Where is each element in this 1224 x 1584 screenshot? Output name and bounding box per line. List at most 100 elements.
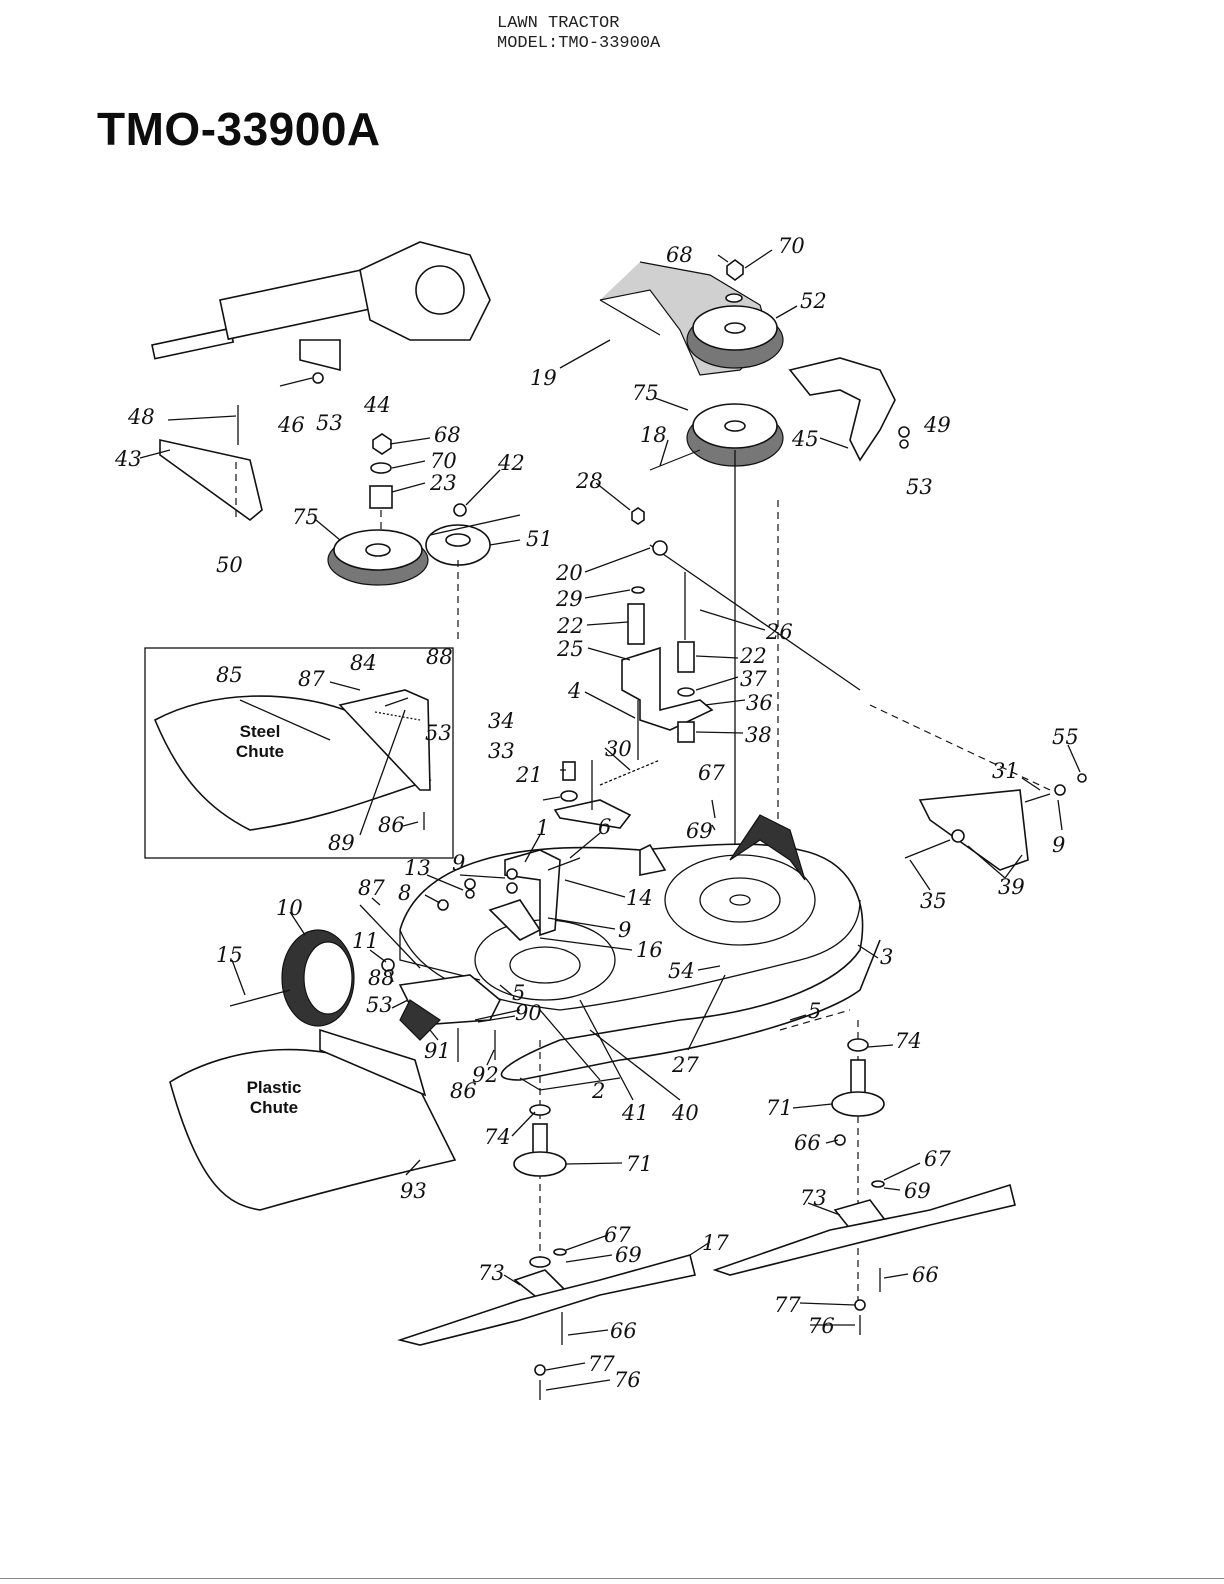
callout-13: 13 bbox=[404, 856, 431, 880]
callout-37: 37 bbox=[740, 667, 767, 691]
wheel-10-drawing bbox=[229, 904, 421, 1027]
callout-35: 35 bbox=[920, 889, 947, 913]
callout-67-left: 67 bbox=[604, 1223, 631, 1247]
callout-86: 86 bbox=[450, 1079, 477, 1103]
idler-arm-drawing bbox=[621, 507, 1087, 796]
callout-85: 85 bbox=[216, 663, 243, 687]
callout-14: 14 bbox=[626, 886, 653, 910]
callout-17: 17 bbox=[702, 1231, 729, 1255]
callout-67-right: 67 bbox=[924, 1147, 951, 1171]
callout-87: 87 bbox=[358, 876, 385, 900]
callout-76-right: 76 bbox=[808, 1314, 835, 1338]
callout-31: 31 bbox=[992, 759, 1019, 783]
callout-42: 42 bbox=[497, 451, 525, 475]
callout-23: 23 bbox=[429, 471, 457, 495]
callout-73-right: 73 bbox=[800, 1186, 827, 1210]
callout-86-inset: 86 bbox=[378, 813, 405, 837]
header-line-1: LAWN TRACTOR bbox=[497, 14, 620, 33]
callout-46: 46 bbox=[277, 413, 305, 437]
callout-28: 28 bbox=[575, 469, 603, 493]
callout-91: 91 bbox=[424, 1039, 451, 1063]
plastic-chute-label-1: Plastic bbox=[247, 1078, 302, 1097]
callout-90: 90 bbox=[515, 1001, 542, 1025]
callout-3: 3 bbox=[880, 945, 893, 969]
callout-8: 8 bbox=[398, 881, 411, 905]
callout-71-left: 71 bbox=[626, 1152, 653, 1176]
callout-4: 4 bbox=[567, 679, 581, 703]
callout-53-left: 53 bbox=[316, 411, 343, 435]
callout-92: 92 bbox=[472, 1063, 499, 1087]
callout-53-inset: 53 bbox=[425, 721, 452, 745]
callout-76-left: 76 bbox=[614, 1368, 641, 1392]
callout-69-right: 69 bbox=[904, 1179, 931, 1203]
callout-77-left: 77 bbox=[588, 1352, 615, 1376]
callout-22-left: 22 bbox=[556, 614, 584, 638]
callout-69-left: 69 bbox=[615, 1243, 642, 1267]
callout-20: 20 bbox=[555, 561, 583, 585]
callout-87-inset: 87 bbox=[298, 667, 325, 691]
bottom-rule bbox=[0, 1578, 1224, 1579]
callout-9-b: 9 bbox=[618, 918, 631, 942]
callout-numbers: 68 70 52 19 75 18 45 49 53 28 20 29 22 2… bbox=[114, 234, 1079, 1392]
transaxle-drawing bbox=[151, 241, 491, 372]
left-pulley-stack-drawing bbox=[327, 433, 521, 640]
callout-9-a: 9 bbox=[452, 851, 465, 875]
callout-39: 39 bbox=[998, 875, 1025, 899]
belt-guard-drawing bbox=[788, 357, 896, 462]
callout-66-left: 66 bbox=[610, 1319, 637, 1343]
callout-18: 18 bbox=[640, 423, 667, 447]
callout-27: 27 bbox=[671, 1053, 699, 1077]
callout-54: 54 bbox=[668, 959, 695, 983]
callout-1: 1 bbox=[536, 816, 549, 840]
callout-75-left: 75 bbox=[292, 505, 319, 529]
callout-34: 34 bbox=[488, 709, 515, 733]
callout-74-right: 74 bbox=[895, 1029, 922, 1053]
callout-30: 30 bbox=[605, 737, 632, 761]
callout-66-right-b: 66 bbox=[794, 1131, 821, 1155]
callout-75-upper: 75 bbox=[632, 381, 659, 405]
callout-49: 49 bbox=[923, 413, 951, 437]
callout-38: 38 bbox=[745, 723, 772, 747]
header: LAWN TRACTOR MODEL:TMO-33900A bbox=[497, 14, 660, 54]
callout-26: 26 bbox=[765, 620, 793, 644]
plastic-chute-label-2: Chute bbox=[250, 1098, 298, 1117]
callout-74-left: 74 bbox=[484, 1125, 511, 1149]
left-spindle-drawing bbox=[397, 1040, 696, 1400]
callout-69-mid: 69 bbox=[686, 819, 713, 843]
callout-68-left: 68 bbox=[434, 423, 461, 447]
callout-2: 2 bbox=[591, 1079, 605, 1103]
right-spindle-drawing bbox=[712, 1020, 1016, 1335]
callout-43: 43 bbox=[114, 447, 142, 471]
callout-25: 25 bbox=[556, 637, 584, 661]
callout-93: 93 bbox=[400, 1179, 427, 1203]
deck-linkage-drawing bbox=[437, 849, 581, 941]
bracket-21-drawing bbox=[553, 759, 661, 829]
steel-chute-inset-box bbox=[144, 647, 454, 859]
callout-22-right: 22 bbox=[739, 644, 767, 668]
callout-45: 45 bbox=[791, 427, 819, 451]
callout-77-right: 77 bbox=[774, 1293, 801, 1317]
callout-53-chute: 53 bbox=[366, 993, 393, 1017]
callout-52: 52 bbox=[800, 289, 827, 313]
callout-88-inset: 88 bbox=[426, 645, 453, 669]
callout-5-right: 5 bbox=[808, 999, 821, 1023]
header-line-2: MODEL:TMO-33900A bbox=[497, 34, 661, 53]
callout-73-left: 73 bbox=[478, 1261, 505, 1285]
callout-55: 55 bbox=[1052, 725, 1079, 749]
callout-29: 29 bbox=[555, 587, 583, 611]
callout-66-right-a: 66 bbox=[912, 1263, 939, 1287]
model-title: TMO-33900A bbox=[97, 103, 381, 155]
callout-19: 19 bbox=[530, 366, 557, 390]
upper-belts-drawing bbox=[599, 259, 784, 890]
callout-70-left: 70 bbox=[430, 449, 457, 473]
callout-40: 40 bbox=[671, 1101, 699, 1125]
steel-chute-label-2: Chute bbox=[236, 742, 284, 761]
callout-44: 44 bbox=[363, 393, 391, 417]
callout-68-top: 68 bbox=[666, 243, 693, 267]
callout-15: 15 bbox=[216, 943, 243, 967]
callout-41: 41 bbox=[621, 1101, 649, 1125]
callout-84: 84 bbox=[350, 651, 377, 675]
callout-67-mid: 67 bbox=[698, 761, 725, 785]
callout-9-right: 9 bbox=[1052, 833, 1065, 857]
